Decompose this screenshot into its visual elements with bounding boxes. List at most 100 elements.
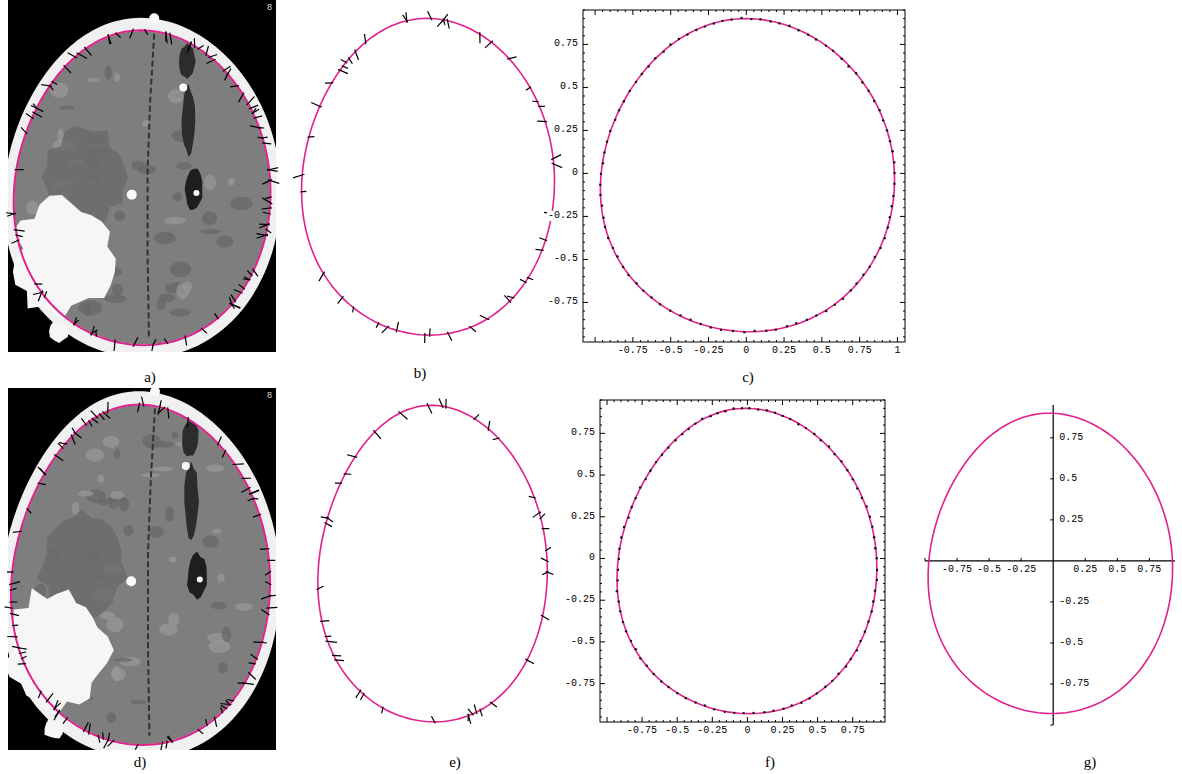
contour bbox=[928, 413, 1172, 713]
panel-letter: g) bbox=[1084, 755, 1097, 770]
calcification bbox=[149, 13, 159, 23]
boundary-marker bbox=[187, 417, 189, 428]
boundary-marker bbox=[325, 82, 333, 84]
axis-tick-label: -0.25 bbox=[692, 346, 724, 356]
boundary-marker bbox=[253, 514, 261, 517]
boundary-marker bbox=[382, 707, 383, 714]
sample-point bbox=[713, 22, 715, 24]
axis-tick bbox=[775, 400, 776, 402]
axis-tick bbox=[1050, 642, 1053, 643]
axis-tick bbox=[583, 27, 585, 28]
sample-point bbox=[616, 255, 618, 257]
axis-tick bbox=[883, 675, 885, 676]
boundary-marker bbox=[439, 399, 443, 409]
sample-point bbox=[806, 319, 808, 321]
axis-tick bbox=[583, 328, 585, 329]
tissue-texture bbox=[114, 449, 121, 459]
boundary-marker bbox=[108, 740, 115, 746]
tissue-texture bbox=[87, 78, 100, 83]
tissue-texture bbox=[110, 491, 124, 500]
axis-tick bbox=[900, 173, 905, 174]
sample-point bbox=[805, 427, 807, 429]
axis-tick bbox=[903, 18, 905, 19]
axis-tick bbox=[621, 720, 622, 722]
boundary-marker bbox=[230, 86, 239, 87]
boundary-marker bbox=[165, 32, 167, 41]
sample-point bbox=[709, 415, 711, 417]
axis-tick bbox=[583, 199, 585, 200]
tissue-texture bbox=[176, 162, 192, 169]
boundary-marker bbox=[221, 707, 223, 713]
axis-tick bbox=[838, 720, 839, 722]
sample-point bbox=[778, 22, 780, 24]
sample-point bbox=[859, 640, 861, 642]
axis-tick bbox=[903, 293, 905, 294]
axis-tick-label: 0.25 bbox=[771, 346, 797, 356]
axis-tick bbox=[678, 10, 679, 12]
sample-point bbox=[893, 161, 895, 163]
plot-panel bbox=[600, 400, 885, 722]
sample-point bbox=[646, 665, 648, 667]
boundary-marker bbox=[197, 45, 203, 49]
sample-point bbox=[788, 24, 790, 26]
boundary-marker bbox=[253, 269, 258, 276]
axis-tick bbox=[600, 508, 602, 509]
axis-tick bbox=[957, 558, 958, 561]
boundary-marker bbox=[107, 402, 109, 413]
axis-tick bbox=[600, 566, 602, 567]
axis-tick bbox=[600, 658, 602, 659]
boundary-marker bbox=[320, 620, 329, 622]
boundary-marker bbox=[308, 136, 315, 138]
axis-tick bbox=[845, 400, 846, 402]
axis-tick bbox=[583, 242, 585, 243]
axis-tick bbox=[768, 10, 769, 12]
axis-tick bbox=[670, 720, 671, 722]
axis-tick bbox=[583, 319, 585, 320]
boundary-marker bbox=[231, 295, 236, 302]
axis-tick bbox=[600, 675, 602, 676]
axis-tick bbox=[583, 311, 585, 312]
tissue-texture bbox=[152, 467, 173, 472]
ct-slice bbox=[3, 0, 280, 358]
axis-tick bbox=[614, 720, 615, 722]
sample-point bbox=[750, 18, 752, 20]
boundary-marker bbox=[166, 741, 167, 748]
axis-tick bbox=[806, 10, 807, 12]
sample-point bbox=[765, 330, 767, 332]
axis-tick bbox=[691, 720, 692, 722]
sample-point bbox=[724, 711, 726, 713]
boundary-marker bbox=[38, 691, 41, 698]
boundary-marker bbox=[206, 46, 209, 56]
axis-tick bbox=[897, 337, 898, 342]
axis-tick bbox=[621, 400, 622, 402]
boundary-marker bbox=[260, 548, 269, 550]
axis-tick bbox=[648, 340, 649, 342]
axis-tick bbox=[903, 96, 905, 97]
axis-tick bbox=[883, 550, 885, 551]
ventricle bbox=[184, 462, 199, 540]
sample-point bbox=[618, 558, 620, 560]
slice-number: 8 bbox=[267, 3, 272, 12]
axis-tick bbox=[583, 259, 588, 260]
axis-tick bbox=[733, 720, 734, 722]
boundary-marker bbox=[540, 514, 545, 519]
axis-tick bbox=[1050, 683, 1053, 684]
axis-tick bbox=[600, 575, 602, 576]
boundary-marker bbox=[249, 490, 259, 494]
axis-tick bbox=[583, 10, 585, 11]
axis-tick bbox=[883, 400, 885, 401]
axis-tick bbox=[583, 190, 585, 191]
boundary-marker bbox=[300, 191, 306, 193]
sample-point bbox=[630, 640, 632, 642]
boundary-marker bbox=[52, 81, 58, 84]
axis-tick bbox=[583, 207, 585, 208]
sample-point bbox=[617, 569, 619, 571]
sample-point bbox=[617, 579, 619, 581]
boundary-marker bbox=[15, 235, 22, 237]
axis-tick bbox=[873, 400, 874, 402]
boundary-marker bbox=[445, 399, 446, 409]
boundary-marker bbox=[334, 659, 344, 661]
tissue-texture bbox=[112, 666, 122, 682]
boundary-marker bbox=[373, 430, 381, 439]
axis-tick bbox=[782, 717, 783, 722]
